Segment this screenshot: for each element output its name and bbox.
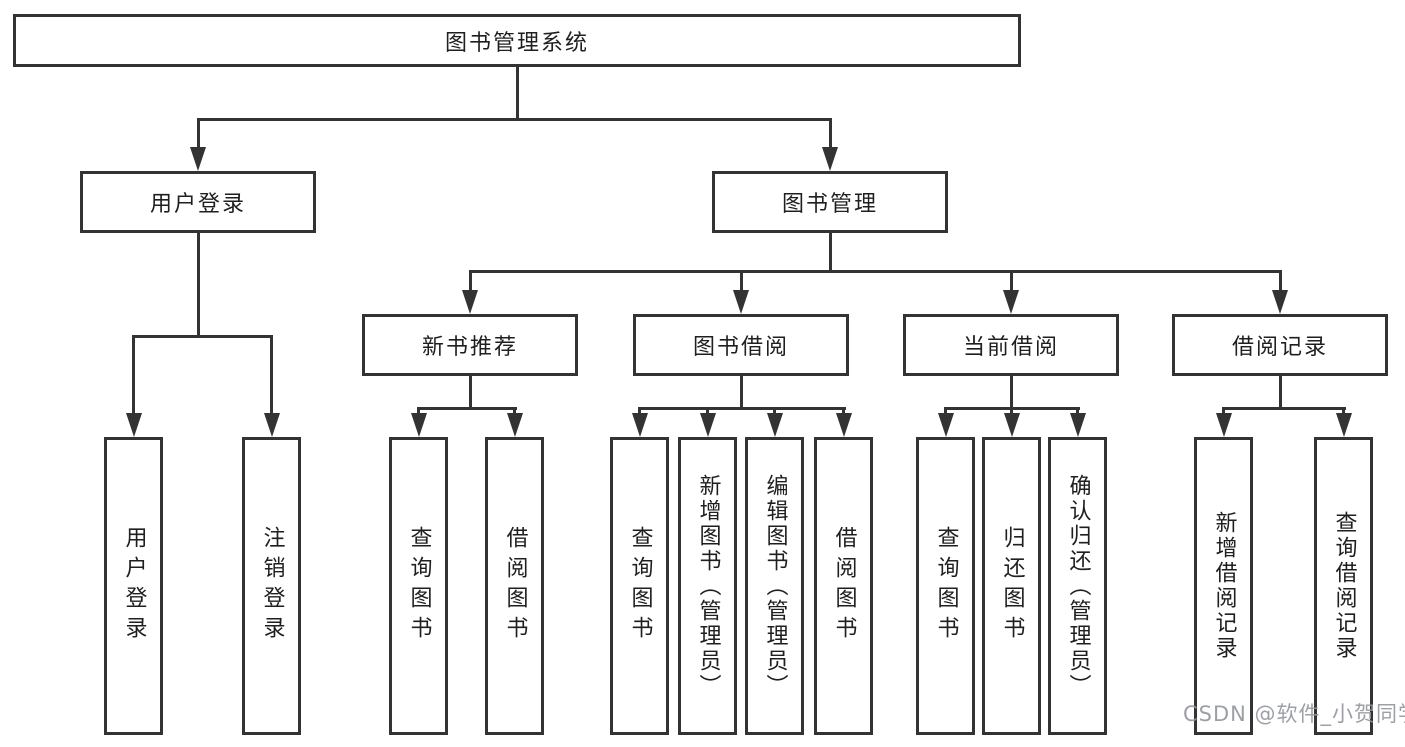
watermark: CSDN @软件_小贺同学	[1183, 702, 1405, 726]
connector-line	[1009, 376, 1013, 410]
arrow-down-icon	[506, 413, 523, 437]
connector-line	[417, 407, 517, 410]
connector-line	[468, 376, 472, 410]
arrow-down-icon	[410, 413, 427, 437]
connector-line	[515, 67, 519, 120]
arrow-down-icon	[699, 413, 716, 437]
root-node-library-system: 图书管理系统	[13, 14, 1021, 67]
node-book-management: 图书管理	[712, 171, 948, 233]
connector-line	[468, 270, 1282, 273]
arrow-down-icon	[125, 413, 142, 437]
arrow-down-icon	[631, 413, 648, 437]
connector-line	[944, 407, 1080, 410]
arrow-down-icon	[1069, 413, 1086, 437]
leaf-borrow-book-borrow: 借阅图书	[814, 437, 873, 735]
connector-line	[196, 118, 832, 121]
leaf-return-book: 归还图书	[982, 437, 1041, 735]
arrow-down-icon	[1335, 413, 1352, 437]
arrow-down-icon	[1003, 290, 1019, 314]
connector-line	[1278, 273, 1282, 293]
node-borrow-record: 借阅记录	[1172, 314, 1388, 376]
leaf-add-book-admin: 新增图书（管理员）	[678, 437, 737, 735]
leaf-query-book-current: 查询图书	[916, 437, 975, 735]
connector-line	[132, 335, 273, 338]
node-book-borrow: 图书借阅	[633, 314, 849, 376]
arrow-down-icon	[835, 413, 852, 437]
node-current-borrow: 当前借阅	[903, 314, 1119, 376]
arrow-down-icon	[1272, 290, 1288, 314]
connector-line	[739, 273, 743, 293]
arrow-down-icon	[462, 290, 478, 314]
connector-line	[1278, 376, 1282, 410]
connector-line	[638, 407, 846, 410]
leaf-edit-book-admin: 编辑图书（管理员）	[745, 437, 804, 735]
connector-line	[1009, 273, 1013, 293]
connector-line	[132, 338, 135, 414]
arrow-down-icon	[1215, 413, 1232, 437]
connector-line	[468, 273, 472, 293]
node-user-login: 用户登录	[80, 171, 316, 233]
connector-line	[828, 233, 832, 273]
arrow-down-icon	[263, 413, 280, 437]
arrow-down-icon	[733, 290, 749, 314]
leaf-query-book-borrow: 查询图书	[610, 437, 669, 735]
arrow-down-icon	[1003, 413, 1020, 437]
leaf-confirm-return-admin: 确认归还（管理员）	[1048, 437, 1107, 735]
arrow-down-icon	[766, 413, 783, 437]
leaf-add-borrow-record: 新增借阅记录	[1194, 437, 1253, 735]
leaf-borrow-book-recommend: 借阅图书	[485, 437, 544, 735]
connector-line	[1222, 407, 1346, 410]
leaf-query-book-recommend: 查询图书	[389, 437, 448, 735]
arrow-down-icon	[937, 413, 954, 437]
leaf-logout: 注销登录	[242, 437, 301, 735]
arrow-down-icon	[822, 147, 838, 171]
arrow-down-icon	[190, 147, 206, 171]
connector-line	[270, 338, 273, 414]
connector-line	[196, 233, 200, 338]
connector-line	[828, 121, 832, 149]
leaf-query-borrow-record: 查询借阅记录	[1314, 437, 1373, 735]
connector-line	[739, 376, 743, 410]
connector-line	[196, 121, 200, 149]
node-new-book-recommend: 新书推荐	[362, 314, 578, 376]
leaf-user-login: 用户登录	[104, 437, 163, 735]
